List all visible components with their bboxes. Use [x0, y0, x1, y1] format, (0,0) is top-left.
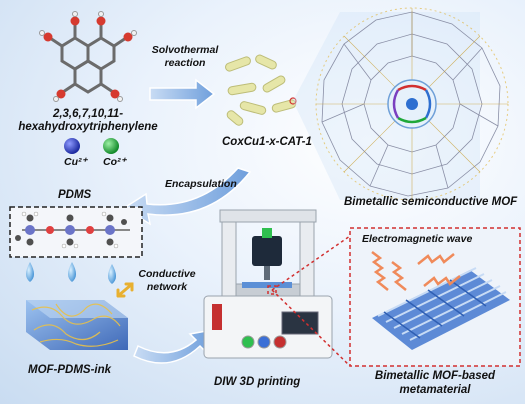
conductive-label-line1: Conductive: [138, 268, 196, 280]
metamaterial-label-line1: Bimetallic MOF-based: [374, 370, 496, 382]
solvothermal-arrow: [149, 78, 216, 110]
mof-title: Bimetallic semiconductive MOF: [344, 196, 518, 208]
co-ion-label: Co²⁺: [103, 156, 127, 168]
diw-printer: [203, 209, 333, 359]
cat1-rods: [225, 54, 297, 126]
ink-label: MOF-PDMS-ink: [28, 364, 112, 376]
zoom-beam: [293, 12, 480, 200]
metamaterial-zoom-lines: [267, 235, 351, 367]
solvothermal-label-line2: reaction: [164, 57, 206, 69]
em-wave-label: Electromagnetic wave: [362, 233, 473, 245]
pdms-label: PDMS: [58, 189, 92, 201]
cu-ion-ball: [64, 138, 80, 154]
ink-block: [26, 300, 128, 350]
encapsulation-label: Encapsulation: [165, 178, 237, 190]
pdms-chain: [15, 211, 130, 249]
solvothermal-label-line1: Solvothermal: [151, 44, 219, 56]
em-wave-arrows: [371, 251, 461, 291]
metamaterial-lattice: [372, 267, 510, 350]
cat1-label: CoxCu1-x-CAT-1: [222, 136, 312, 148]
co-ion-ball: [103, 138, 119, 154]
zoom-marker: [289, 97, 297, 105]
printing-label: DIW 3D printing: [214, 376, 301, 388]
cu-ion-label: Cu²⁺: [64, 156, 88, 168]
ink-droplets: [26, 262, 116, 284]
hhtp-molecule: [49, 24, 127, 94]
linker-name-line2: hexahydroxytriphenylene: [18, 121, 158, 133]
to-printer-arrow: [133, 329, 214, 364]
hydroxyl-atoms: [39, 11, 137, 102]
linker-name-line1: 2,3,6,7,10,11-: [52, 108, 124, 120]
mof-framework: [315, 7, 509, 201]
conductive-label-line2: network: [146, 281, 188, 293]
metamaterial-label-line2: metamaterial: [399, 384, 471, 396]
conductive-network-arrow: [116, 282, 134, 298]
